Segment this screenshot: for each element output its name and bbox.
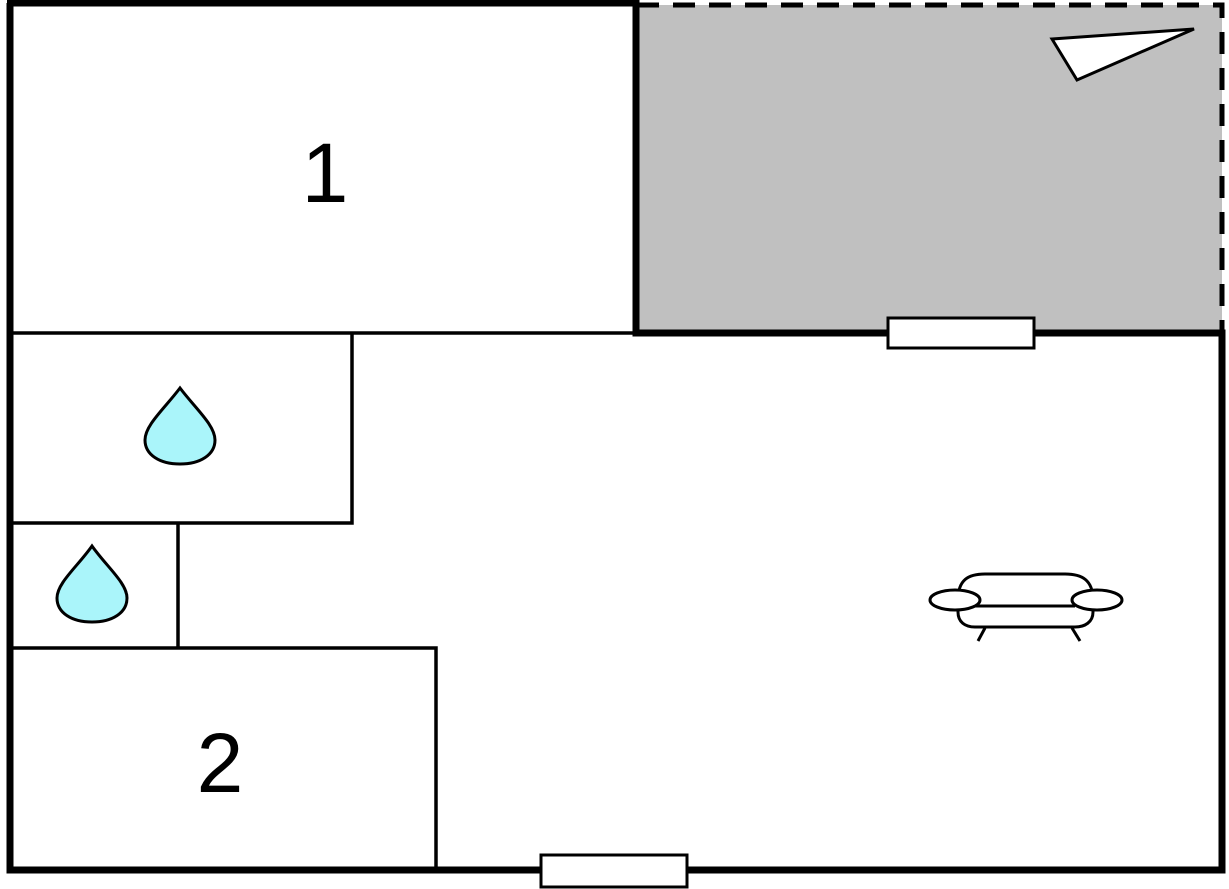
room-label-2: 2 — [197, 716, 244, 810]
window-bottom — [539, 853, 689, 889]
window-top — [886, 316, 1036, 350]
interior-walls — [10, 331, 636, 870]
water-drop-icon — [143, 385, 217, 466]
north-arrow-icon — [1049, 27, 1195, 82]
room-label-1: 1 — [302, 126, 349, 220]
sofa-icon — [928, 572, 1124, 642]
water-drop-icon — [55, 543, 129, 624]
outer-walls — [6, 0, 1226, 874]
terrace-dashed-edge — [637, 2, 1225, 332]
